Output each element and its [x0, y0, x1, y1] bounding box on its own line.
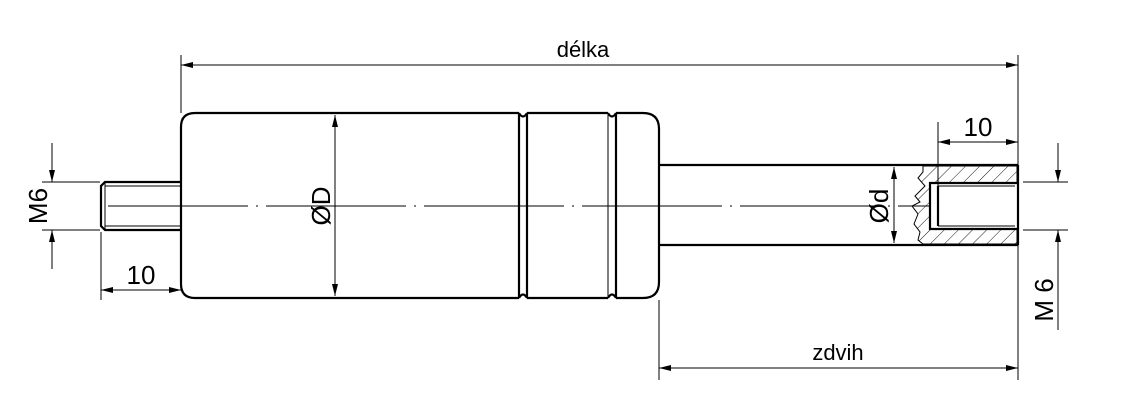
right-thread-label: M 6 — [1029, 278, 1059, 321]
left-thread-label: M6 — [23, 188, 53, 224]
left-threaded-stud — [99, 180, 181, 232]
rod-diameter-dimension: Ød — [864, 167, 897, 243]
left-thread-dimension: M6 — [23, 143, 100, 269]
stroke-dimension: zdvih — [658, 300, 1018, 380]
right-thread-depth-label: 10 — [964, 112, 993, 142]
length-label: délka — [557, 37, 610, 62]
body-diameter-label: ØD — [306, 187, 336, 226]
stroke-label: zdvih — [812, 340, 863, 365]
body-diameter-dimension: ØD — [306, 115, 338, 296]
cylinder-body — [179, 111, 661, 300]
piston-rod — [659, 163, 1020, 247]
rod-diameter-label: Ød — [864, 189, 894, 224]
left-thread-length-label: 10 — [127, 260, 156, 290]
right-thread-dimension: M 6 — [1023, 143, 1068, 330]
left-thread-length-dimension: 10 — [100, 232, 181, 300]
right-thread-depth-dimension: 10 — [937, 112, 1018, 186]
length-dimension: délka — [180, 37, 1019, 380]
